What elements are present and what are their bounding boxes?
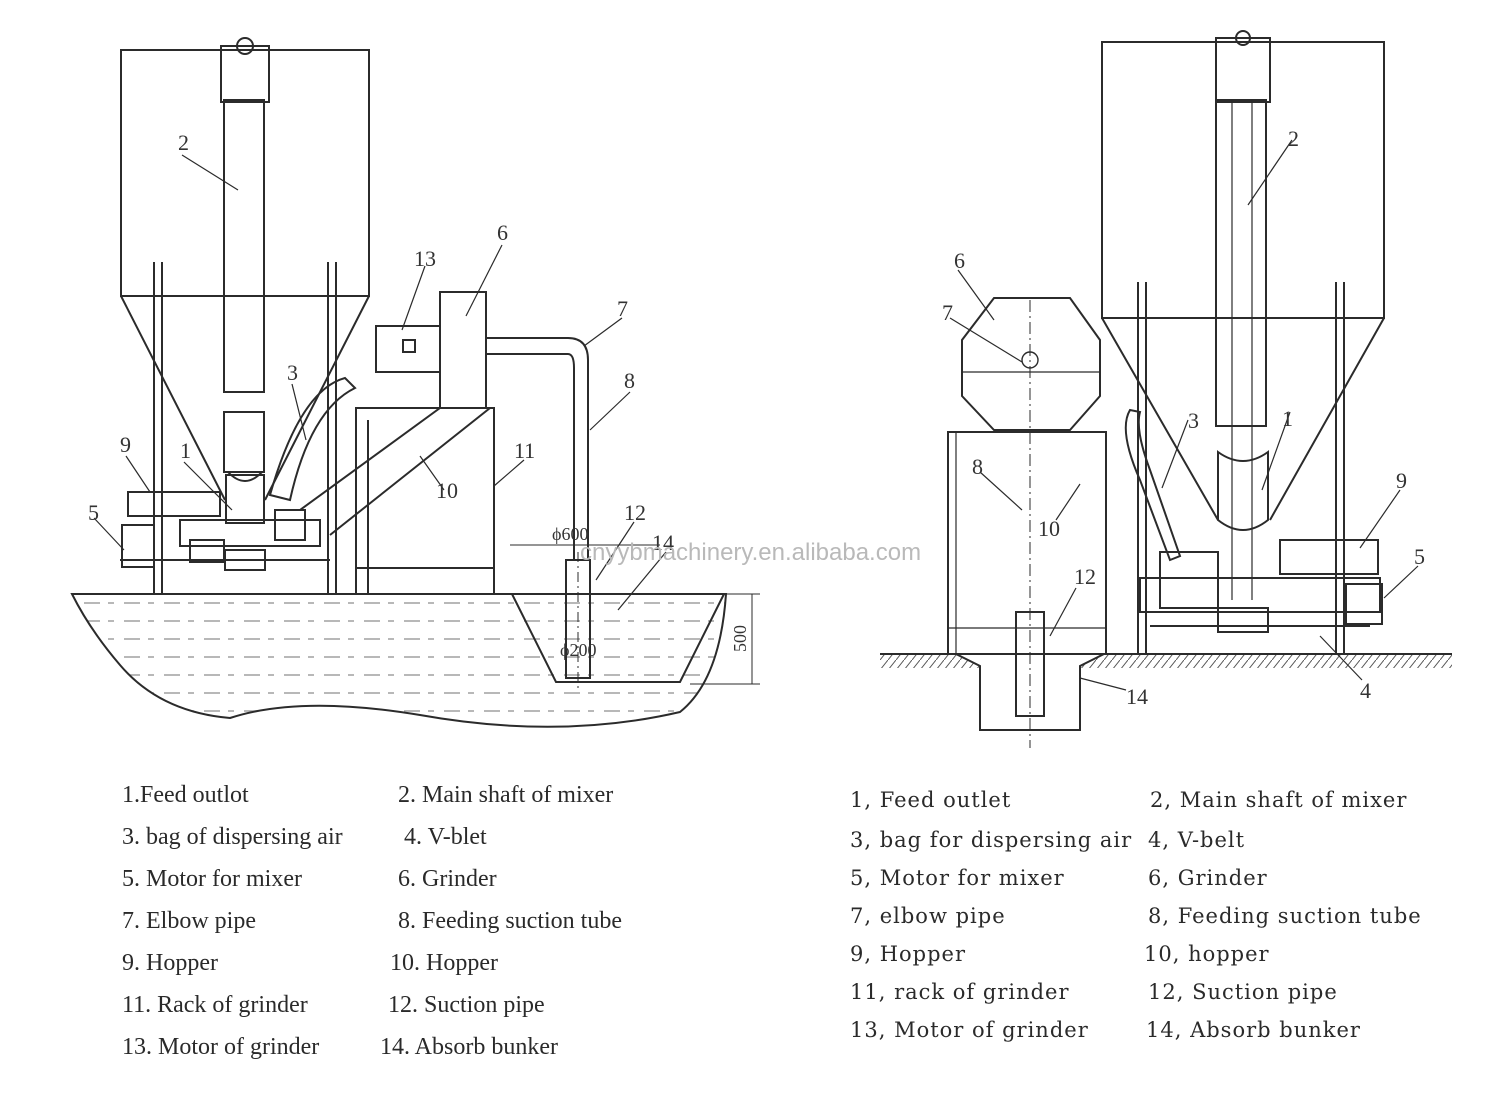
right-motor-5 — [1345, 583, 1383, 625]
left-dimension-depth: 500 — [730, 625, 750, 652]
right-suction-pipe — [1015, 611, 1045, 717]
legend-item: 12. Suction pipe — [388, 992, 545, 1018]
right-air-bag — [1124, 408, 1182, 562]
left-callout: 14 — [652, 530, 674, 555]
legend-item: 5. Motor for mixer — [122, 866, 302, 892]
right-grinder-rack — [947, 431, 1107, 655]
left-main-shaft — [223, 99, 265, 393]
left-callout: 8 — [624, 368, 635, 393]
left-callout: 10 — [436, 478, 458, 503]
right-callout: 1 — [1282, 406, 1293, 431]
legend-item: 4. V-blet — [404, 824, 487, 850]
left-dimension-phi600: ϕ600 — [552, 524, 588, 544]
legend-item: 1.Feed outlot — [122, 782, 249, 808]
left-motor-5 — [121, 524, 155, 568]
legend-item: 14, Absorb bunker — [1146, 1018, 1361, 1042]
left-elbow-pipe — [486, 337, 589, 560]
legend-item: 10, hopper — [1144, 942, 1270, 966]
right-callout: 10 — [1038, 516, 1060, 541]
legend-item: 11. Rack of grinder — [122, 992, 308, 1018]
left-callout: 9 — [120, 432, 131, 457]
left-callout: 3 — [287, 360, 298, 385]
left-dimension-phi200: ϕ200 — [560, 640, 596, 660]
legend-item: 11, rack of grinder — [850, 980, 1070, 1004]
right-grinder-6 — [961, 297, 1101, 431]
left-callout: 12 — [624, 500, 646, 525]
left-callout: 11 — [514, 438, 535, 463]
right-hopper-9 — [1279, 539, 1379, 575]
left-silo-body — [120, 49, 370, 297]
legend-item: 3, bag for dispersing air — [850, 828, 1133, 852]
legend-item: 8, Feeding suction tube — [1148, 904, 1422, 928]
left-callout: 5 — [88, 500, 99, 525]
left-hopper-9 — [127, 491, 221, 517]
legend-item: 2, Main shaft of mixer — [1150, 788, 1408, 812]
legend-item: 4, V-belt — [1148, 828, 1246, 852]
right-main-shaft — [1215, 99, 1267, 427]
legend-item: 6, Grinder — [1148, 866, 1268, 890]
legend-item: 7, elbow pipe — [850, 904, 1006, 928]
legend-item: 13, Motor of grinder — [850, 1018, 1089, 1042]
left-callout: 7 — [617, 296, 628, 321]
right-callout: 14 — [1126, 684, 1148, 709]
legend-item: 13. Motor of grinder — [122, 1034, 320, 1060]
right-callout: 12 — [1074, 564, 1096, 589]
legend-item: 8. Feeding suction tube — [398, 908, 622, 934]
right-callouts: 1 2 3 4 5 6 7 8 9 10 12 14 — [942, 126, 1425, 709]
legend-item: 3. bag of dispersing air — [122, 824, 343, 850]
legend-item: 9. Hopper — [122, 950, 218, 976]
right-callout: 2 — [1288, 126, 1299, 151]
left-callouts: 1 2 3 5 6 7 8 9 10 11 12 13 14 ϕ600 ϕ200… — [88, 130, 750, 660]
legend-item: 5, Motor for mixer — [850, 866, 1065, 890]
left-suction-pit — [511, 593, 725, 683]
legend-item: 10. Hopper — [390, 950, 498, 976]
left-air-bag — [268, 376, 357, 502]
right-callout: 9 — [1396, 468, 1407, 493]
left-callout: 1 — [180, 438, 191, 463]
left-pit-outline — [70, 593, 728, 728]
right-silo-cone — [1101, 317, 1385, 521]
right-callout: 7 — [942, 300, 953, 325]
legend-item: 6. Grinder — [398, 866, 497, 892]
right-silo-body — [1101, 41, 1385, 319]
left-callout: 6 — [497, 220, 508, 245]
left-silo-cone — [120, 295, 370, 501]
right-callout: 4 — [1360, 678, 1371, 703]
left-diagram — [70, 37, 760, 728]
watermark: cnyybmachinery.en.alibaba.com — [580, 539, 921, 566]
right-callout: 3 — [1188, 408, 1199, 433]
left-grinder-6 — [439, 291, 487, 409]
left-grinder-rack — [355, 407, 495, 595]
right-callout: 5 — [1414, 544, 1425, 569]
legend-item: 2. Main shaft of mixer — [398, 782, 614, 808]
legend-item: 1, Feed outlet — [850, 788, 1012, 812]
legend-item: 12, Suction pipe — [1148, 980, 1338, 1004]
right-diagram — [880, 30, 1452, 748]
right-callout: 8 — [972, 454, 983, 479]
legend-item: 7. Elbow pipe — [122, 908, 256, 934]
left-callout: 2 — [178, 130, 189, 155]
left-motor-13 — [375, 325, 441, 373]
legend-item: 14. Absorb bunker — [380, 1034, 558, 1060]
legend-item: 9, Hopper — [850, 942, 967, 966]
right-callout: 6 — [954, 248, 965, 273]
left-callout: 13 — [414, 246, 436, 271]
